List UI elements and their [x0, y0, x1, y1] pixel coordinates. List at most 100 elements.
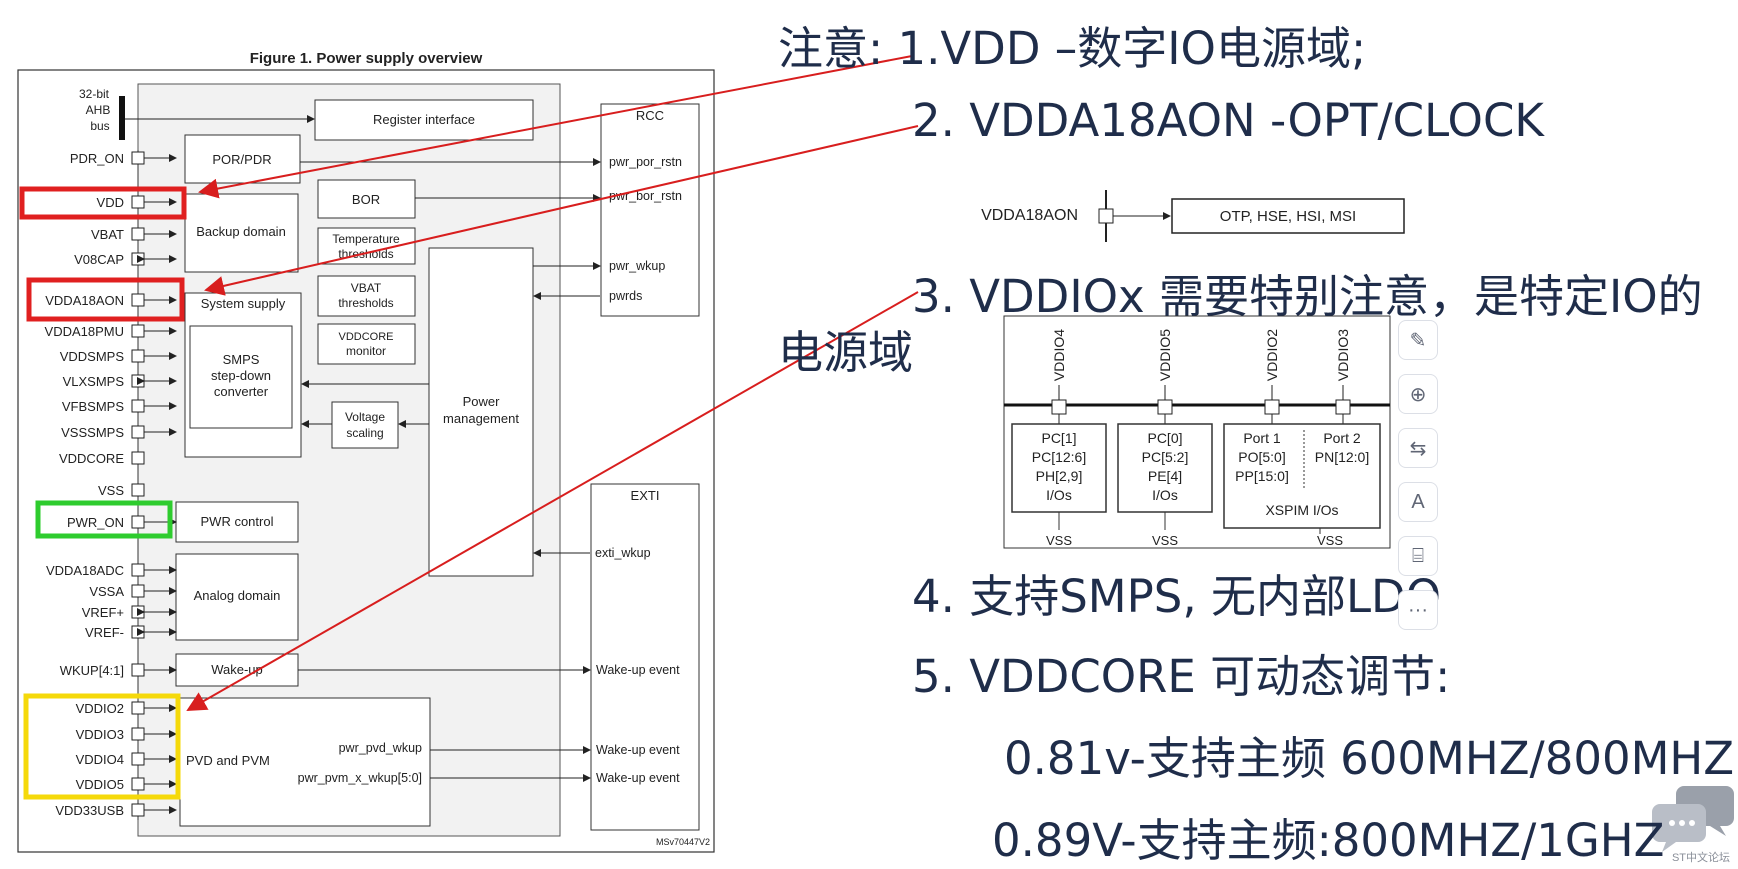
svg-text:PC[12:6]: PC[12:6]: [1032, 449, 1086, 465]
temperature-label: Temperature: [332, 232, 400, 246]
vbat-thresholds-label: thresholds: [338, 296, 393, 310]
pin-pad: [131, 151, 145, 165]
pin-vfbsmps: VFBSMPS: [62, 399, 124, 414]
vddio-highlight-box: [23, 693, 181, 800]
io-supply-pad: [1051, 399, 1067, 415]
pin-pad: [131, 777, 145, 791]
more-icon[interactable]: ···: [1398, 590, 1438, 630]
svg-text:I/Os: I/Os: [1152, 487, 1178, 503]
pin-vsssmps: VSSSMPS: [61, 425, 124, 440]
io-supply-vddio2: VDDIO2: [1264, 329, 1280, 381]
analog-domain-block: [175, 553, 299, 641]
pin-vddio3: VDDIO3: [76, 727, 124, 742]
pin-pad: [131, 752, 145, 766]
io-supply-pad: [1264, 399, 1280, 415]
pin-vdd33usb: VDD33USB: [55, 803, 124, 818]
pin-pad: [131, 803, 145, 817]
note-1: 注意: 1.VDD –数字IO电源域;: [778, 22, 1367, 75]
note-4: 4. 支持SMPS, 无内部LDO: [912, 570, 1442, 623]
svg-text:PP[15:0]: PP[15:0]: [1235, 468, 1289, 484]
io-supply-vddio3: VDDIO3: [1335, 329, 1351, 381]
vddcore-label: VDDCORE: [338, 331, 393, 343]
pin-vlxsmps: VLXSMPS: [63, 374, 125, 389]
voltage-label: Voltage: [345, 410, 385, 424]
note-3-continued: 电源域: [778, 326, 914, 379]
pin-wkup-4-1-: WKUP[4:1]: [60, 663, 124, 678]
pwr-control-label: PWR control: [201, 514, 274, 529]
vddcore-monitor-label: monitor: [346, 344, 386, 358]
ahb-bus-bar: [119, 96, 125, 140]
pin-list: PDR_ONVDDVBATV08CAPVDDA18AONVDDA18PMUVDD…: [45, 151, 177, 818]
translate-icon[interactable]: ⇆: [1398, 428, 1438, 468]
por-pdr-label: POR/PDR: [212, 152, 271, 167]
rcc-label: RCC: [636, 108, 664, 123]
backup-domain-block: [184, 193, 299, 273]
pin-vddio5: VDDIO5: [76, 777, 124, 792]
register-interface-label: Register interface: [373, 112, 475, 127]
signal-wakeup-event-1: Wake-up event: [596, 663, 680, 677]
bor-block: [317, 179, 416, 219]
svg-text:VSS: VSS: [1317, 533, 1343, 548]
system-supply-label: System supply: [201, 296, 286, 311]
management-label: management: [443, 411, 519, 426]
signal-wakeup-event-3: Wake-up event: [596, 771, 680, 785]
svg-text:Port 2: Port 2: [1323, 430, 1361, 446]
ahb-bus-label: 32-bit AHB bus: [79, 87, 110, 133]
vddio-pointer-arrow: [186, 291, 919, 711]
analog-domain-label: Analog domain: [194, 588, 281, 603]
pin-pad: [131, 425, 145, 439]
register-interface-block: [314, 99, 534, 141]
pin-pad: [131, 195, 145, 209]
signal-pwr-bor-rstn: pwr_bor_rstn: [609, 189, 682, 203]
io-supply-pad: [1157, 399, 1173, 415]
figure-title: Figure 1. Power supply overview: [250, 50, 483, 67]
pin-vdd: VDD: [97, 195, 124, 210]
ocr-icon[interactable]: ⌸: [1398, 536, 1438, 576]
pin-pad: [131, 227, 145, 241]
watermark: ST中文论坛: [1671, 852, 1730, 864]
pin-vddio2: VDDIO2: [76, 701, 124, 716]
pin-v08cap: V08CAP: [74, 252, 124, 267]
svg-text:PC[0]: PC[0]: [1147, 430, 1182, 446]
svg-text:XSPIM I/Os: XSPIM I/Os: [1265, 502, 1338, 518]
note-5: 5. VDDCORE 可动态调节:: [912, 650, 1451, 703]
pin-vdda18pmu: VDDA18PMU: [45, 324, 124, 339]
exti-label: EXTI: [631, 488, 660, 503]
pin-pad: [131, 701, 145, 715]
svg-text:AHB: AHB: [86, 103, 111, 117]
signal-pwr-wkup: pwr_wkup: [609, 259, 665, 273]
pin-pad: [131, 625, 145, 639]
pin-pad: [131, 252, 145, 266]
svg-text:PC[1]: PC[1]: [1041, 430, 1076, 446]
svg-text:VSS: VSS: [1046, 533, 1072, 548]
io-supply-vddio4: VDDIO4: [1051, 329, 1067, 381]
smps-converter-label: converter: [214, 384, 269, 399]
smps-step-down-label: step-down: [211, 368, 271, 383]
signal-pwr-pvm-x-wkup: pwr_pvm_x_wkup[5:0]: [298, 771, 422, 785]
note-5a: 0.81v-支持主频 600MHZ/800MHZ: [1004, 732, 1735, 785]
signal-pwr-por-rstn: pwr_por_rstn: [609, 155, 682, 169]
pin-pad: [131, 483, 145, 497]
pin-vss: VSS: [98, 483, 124, 498]
text-style-icon[interactable]: A: [1398, 482, 1438, 522]
vbat-label: VBAT: [351, 281, 382, 295]
note-3: 3. VDDIOx 需要特别注意，是特定IO的: [912, 270, 1703, 323]
note-5b: 0.89V-支持主频:800MHZ/1GHZ: [992, 814, 1665, 867]
pwr-control-block: [175, 501, 299, 543]
vdda18aon-inset: VDDA18AON OTP, HSE, HSI, MSI: [981, 190, 1405, 242]
svg-text:Port 1: Port 1: [1243, 430, 1281, 446]
io-supply-pad: [1335, 399, 1351, 415]
wakeup-label: Wake-up: [211, 662, 263, 677]
pin-pwr-on: PWR_ON: [67, 515, 124, 530]
pin-pad: [131, 663, 145, 677]
figure-frame: [17, 69, 715, 853]
pin-pad: [131, 374, 145, 388]
pin-pad: [131, 727, 145, 741]
pin-vdda18aon: VDDA18AON: [45, 293, 124, 308]
annotate-icon[interactable]: ✎: [1398, 320, 1438, 360]
smps-block: [189, 325, 293, 429]
vddcore-monitor-block: [317, 323, 416, 365]
forum-logo-icon: [1652, 786, 1734, 852]
vdd-pointer-arrow: [198, 55, 913, 199]
zoom-in-icon[interactable]: ⊕: [1398, 374, 1438, 414]
